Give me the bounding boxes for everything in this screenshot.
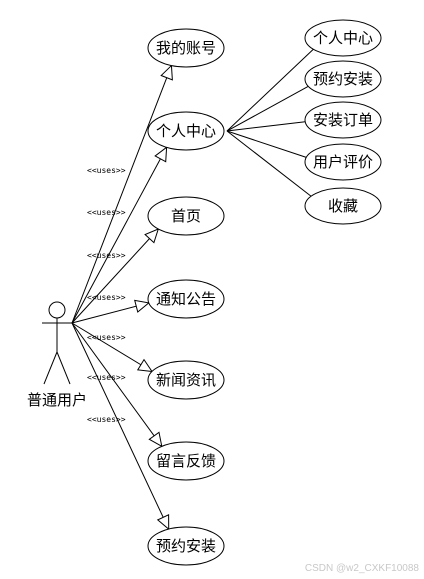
uses-stereotype-label: <<uses>>	[87, 333, 126, 342]
use-case-label-sub-center: 个人中心	[313, 29, 373, 47]
watermark-text: CSDN @w2_CXKF10088	[305, 563, 420, 574]
uses-stereotype-label: <<uses>>	[87, 373, 126, 382]
association-lines	[71, 48, 314, 531]
association-line-center	[71, 147, 168, 324]
labels: 我的账号个人中心首页通知公告新闻资讯留言反馈预约安装<<uses>><<uses…	[27, 29, 419, 574]
sub-association-line-sub-review	[226, 130, 307, 158]
use-case-label-sub-review: 用户评价	[313, 153, 373, 171]
use-case-label-booking: 预约安装	[156, 537, 216, 555]
sub-association-line-sub-center	[226, 48, 314, 132]
use-case-label-sub-orders: 安装订单	[313, 111, 373, 129]
uses-stereotype-label: <<uses>>	[87, 251, 126, 260]
use-case-label-sub-favorites: 收藏	[328, 197, 358, 215]
use-case-news	[147, 360, 225, 400]
association-line-booking	[71, 322, 170, 530]
association-line-feedback	[71, 322, 163, 447]
actor-figure	[42, 301, 72, 385]
use-case-label-notice: 通知公告	[156, 290, 216, 308]
use-case-label-feedback: 留言反馈	[156, 452, 216, 470]
actor-head	[48, 301, 66, 319]
sub-association-line-sub-booking	[226, 85, 309, 132]
uses-stereotype-label: <<uses>>	[87, 415, 126, 424]
use-case-label-center: 个人中心	[156, 122, 216, 140]
uses-stereotype-label: <<uses>>	[87, 293, 126, 302]
use-case-label-home: 首页	[171, 207, 201, 225]
use-case-label-account: 我的账号	[156, 39, 216, 57]
arrowhead	[136, 358, 154, 373]
use-case-notice	[147, 279, 225, 319]
use-case-label-news: 新闻资讯	[156, 371, 216, 389]
arrowhead	[144, 228, 160, 244]
uses-stereotype-label: <<uses>>	[87, 208, 126, 217]
arrowhead	[160, 64, 173, 81]
use-case-center	[147, 111, 225, 151]
sub-association-line-sub-orders	[226, 121, 306, 132]
arrowhead	[148, 431, 163, 448]
actor-right-leg	[56, 351, 71, 385]
use-case-sub-review	[304, 143, 382, 181]
use-case-sub-booking	[304, 60, 382, 98]
use-case-feedback	[147, 441, 225, 481]
use-case-sub-orders	[304, 101, 382, 139]
arrowhead	[156, 513, 170, 531]
uses-stereotype-label: <<uses>>	[87, 166, 126, 175]
use-case-account	[147, 28, 225, 68]
association-line-news	[71, 322, 153, 372]
association-line-home	[71, 228, 159, 324]
use-case-shapes	[147, 19, 382, 566]
actor-left-leg	[43, 351, 58, 385]
actor-label: 普通用户	[27, 391, 87, 409]
arrowhead	[134, 299, 150, 313]
use-case-booking	[147, 526, 225, 566]
use-case-sub-center	[304, 19, 382, 57]
sub-association-line-sub-favorites	[226, 130, 312, 197]
association-line-account	[71, 65, 172, 324]
use-case-label-sub-booking: 预约安装	[313, 70, 373, 88]
use-case-sub-favorites	[304, 187, 382, 225]
use-case-home	[147, 196, 225, 236]
arrowhead	[154, 146, 168, 163]
